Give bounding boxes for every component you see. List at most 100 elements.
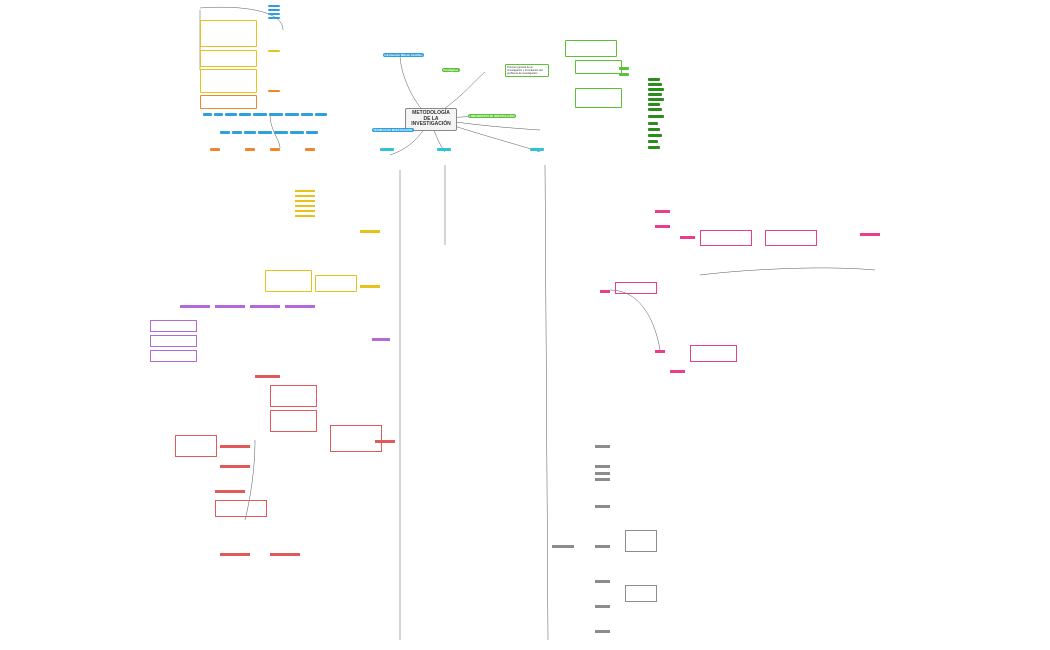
green-tag [619,73,629,76]
blue-tag [244,131,256,134]
cluster-top-left [200,5,285,115]
dark-green-tag [648,128,660,131]
branch-introduccion[interactable]: Introducción Método Científico [383,53,424,58]
orange-row [210,148,320,152]
red-note [175,435,217,457]
pink-note [615,282,657,294]
yellow-note [200,50,257,67]
yellow-tag [295,215,315,217]
yellow-note [315,275,357,292]
blue-tag [315,113,327,116]
red-tag [255,375,280,378]
dark-green-tag [648,78,660,81]
blue-tag [220,131,230,134]
gray-tag [595,445,610,448]
blue-tag [203,113,212,116]
pink-note [765,230,817,246]
yellow-tag [268,50,280,52]
gray-tag [595,465,610,468]
pink-tag [670,370,685,373]
pink-tag [600,290,610,293]
yellow-tag [295,195,315,197]
red-note [270,410,317,432]
red-tag [270,553,300,556]
blue-tag [253,113,267,116]
dark-green-tag [648,103,660,106]
blue-tag [285,113,299,116]
red-tag [215,490,245,493]
green-tag [619,67,629,70]
connector [699,267,876,276]
red-tag [375,440,395,443]
yellow-tag [360,285,380,288]
connector [199,6,284,31]
pink-tag [655,350,665,353]
gray-tag [595,545,610,548]
cyan-row [380,148,560,152]
yellow-tag [295,190,315,192]
connector [544,164,549,641]
pink-cluster [600,200,880,400]
branch-tecnicas[interactable]: TÉCNICAS DE INVESTIGACIÓN [372,128,414,133]
orange-tag [210,148,220,151]
gray-cluster [552,445,700,645]
gray-note [625,585,657,602]
blue-tag [214,113,223,116]
branch-procesos[interactable]: Proceso general de la investigación y fo… [505,64,550,77]
pink-tag [655,225,670,228]
green-cluster [565,40,665,155]
orange-tag [270,148,280,151]
red-tag [220,553,250,556]
orange-tag [305,148,315,151]
cyan-tag [437,148,451,151]
blue-tag [268,5,280,7]
dark-green-tag [648,108,662,111]
red-tag [220,465,250,468]
gray-tag [595,630,610,633]
yellow-note [265,270,312,292]
connector [269,114,281,149]
orange-tag [268,90,280,92]
gray-tag [552,545,574,548]
gray-tag [595,472,610,475]
gray-tag [595,580,610,583]
blue-tag [301,113,313,116]
yellow-tag [360,230,380,233]
purple-tag [372,338,390,341]
central-topic[interactable]: METODOLOGÍA DE LA INVESTIGACIÓN [405,108,457,131]
blue-tag [269,113,283,116]
gray-tag [595,605,610,608]
blue-tag-row [220,131,330,135]
red-cluster [160,375,410,590]
dark-green-column [648,78,664,153]
pink-note [700,230,752,246]
dark-green-tag [648,83,662,86]
connector [609,289,661,351]
green-note [565,40,617,57]
cyan-tag [530,148,544,151]
cyan-tag [380,148,394,151]
blue-tag-row [203,113,328,117]
yellow-tag [295,210,315,212]
green-note [575,60,622,74]
orange-note [200,95,257,109]
purple-cluster [150,305,400,375]
red-tag [220,445,250,448]
blue-tag [258,131,272,134]
gray-tag [595,478,610,481]
purple-note [150,350,197,362]
connector [244,439,256,521]
yellow-cluster [240,190,390,310]
branch-lineamientos[interactable]: LINEAMIENTOS DE INVESTIGACIÓN [468,114,516,119]
branch-paradigmas[interactable]: Paradigmas [442,68,460,73]
blue-tag [232,131,242,134]
blue-tag [306,131,318,134]
dark-green-tag [648,115,664,118]
red-note [330,425,382,452]
purple-tag [285,305,315,308]
orange-tag [245,148,255,151]
purple-tag [180,305,210,308]
blue-tag [225,113,237,116]
red-note [215,500,267,517]
